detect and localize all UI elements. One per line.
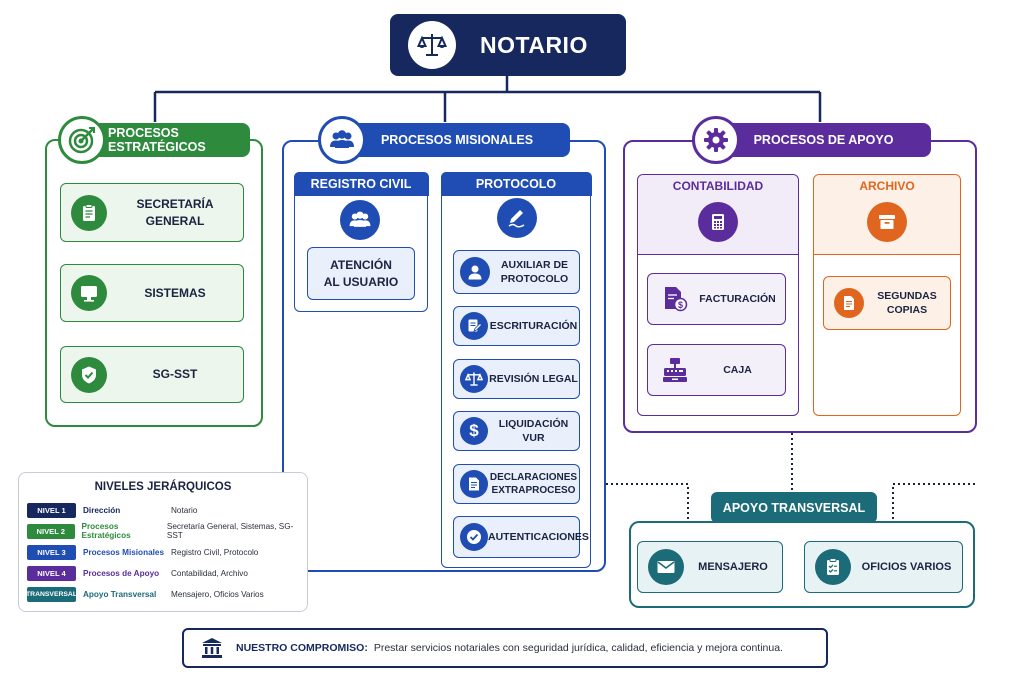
card-segundas-copias: SEGUNDAS COPIAS xyxy=(823,276,951,330)
registro-civil-title: REGISTRO CIVIL xyxy=(293,171,429,196)
legend-title: NIVELES JERÁRQUICOS xyxy=(94,481,232,493)
institution-icon xyxy=(200,636,224,660)
commitment-banner: NUESTRO COMPROMISO: Prestar servicios no… xyxy=(182,628,828,668)
legend-name: Procesos Estratégicos xyxy=(81,522,131,540)
card-caja-label: CAJA xyxy=(723,363,752,376)
card-autenticaciones-label: AUTENTICACIONES xyxy=(488,530,589,543)
card-sistemas: SISTEMAS xyxy=(60,264,244,322)
card-caja: CAJA xyxy=(647,344,786,396)
copy-document-icon xyxy=(834,288,864,318)
card-mensajero: MENSAJERO xyxy=(637,541,783,593)
clipboard-icon xyxy=(71,194,107,231)
legend-desc: Contabilidad, Archivo xyxy=(171,568,248,578)
user-icon xyxy=(460,257,490,287)
card-atencion-usuario-label: ATENCIÓN AL USUARIO xyxy=(323,258,399,289)
people-group-icon xyxy=(340,200,380,240)
card-oficios-varios: OFICIOS VARIOS xyxy=(804,541,963,593)
legend-desc: Notario xyxy=(171,505,198,515)
legend-row: TRANSVERSAL Apoyo Transversal Mensajero,… xyxy=(26,586,305,602)
legend-row: NIVEL 4 Procesos de Apoyo Contabilidad, … xyxy=(27,565,305,581)
archivo-title: ARCHIVO xyxy=(859,179,915,193)
card-autenticaciones: AUTENTICACIONES xyxy=(453,516,589,558)
card-revision-legal: REVISIÓN LEGAL xyxy=(453,359,580,399)
card-secretaria-general-label: SECRETARÍA GENERAL xyxy=(136,197,214,228)
document-pen-icon xyxy=(497,198,537,238)
legend-desc: Mensajero, Oficios Varios xyxy=(171,589,264,599)
card-secretaria-general: SECRETARÍA GENERAL xyxy=(60,183,244,242)
card-liquidacion-vur-label: LIQUIDACIÓN VUR xyxy=(498,417,569,444)
invoice-icon: $ xyxy=(660,284,690,314)
estrategicos-header-label: PROCESOS ESTRATÉGICOS xyxy=(108,126,206,154)
card-segundas-copias-label: SEGUNDAS COPIAS xyxy=(877,289,937,316)
estrategicos-header: PROCESOS ESTRATÉGICOS xyxy=(82,123,250,157)
scales-icon xyxy=(408,21,456,69)
legend-badge: NIVEL 3 xyxy=(27,544,76,560)
legend-badge: NIVEL 1 xyxy=(27,502,76,518)
card-oficios-varios-label: OFICIOS VARIOS xyxy=(861,560,952,573)
legend-name: Dirección xyxy=(83,505,121,515)
transversal-header: APOYO TRANSVERSAL xyxy=(711,492,877,523)
card-facturacion: $ FACTURACIÓN xyxy=(647,273,786,325)
card-auxiliar-protocolo-label: AUXILIAR DE PROTOCOLO xyxy=(500,258,569,285)
misionales-header-label: PROCESOS MISIONALES xyxy=(380,133,534,147)
badge-check-icon xyxy=(460,523,488,551)
card-escrituracion-label: ESCRITURACIÓN xyxy=(489,319,578,332)
contabilidad-title: CONTABILIDAD xyxy=(672,179,764,193)
svg-text:$: $ xyxy=(678,300,683,310)
document-icon xyxy=(460,470,488,498)
card-escrituracion: ESCRITURACIÓN xyxy=(453,306,580,346)
card-sg-sst: SG-SST xyxy=(60,346,244,403)
commitment-text: Prestar servicios notariales con segurid… xyxy=(373,642,783,654)
legend-panel: NIVELES JERÁRQUICOS NIVEL 1 Dirección No… xyxy=(18,472,308,612)
shield-check-icon xyxy=(71,356,107,393)
gear-icon xyxy=(692,116,740,164)
document-pen-icon xyxy=(460,312,488,340)
scales-icon xyxy=(460,365,488,393)
apoyo-header: PROCESOS DE APOYO xyxy=(716,123,931,157)
dollar-icon: $ xyxy=(460,417,488,445)
legend-badge: NIVEL 4 xyxy=(27,565,76,581)
archive-box-icon xyxy=(867,202,907,242)
people-group-icon xyxy=(318,116,366,164)
commitment-label: NUESTRO COMPROMISO: xyxy=(236,642,368,654)
legend-row: NIVEL 2 Procesos Estratégicos Secretaría… xyxy=(27,522,305,540)
protocolo-title: PROTOCOLO xyxy=(440,171,592,196)
legend-row: NIVEL 3 Procesos Misionales Registro Civ… xyxy=(27,544,305,560)
card-sg-sst-label: SG-SST xyxy=(152,367,198,382)
checklist-icon xyxy=(815,549,851,585)
notario-title: NOTARIO xyxy=(480,31,588,58)
notario-box: NOTARIO xyxy=(390,14,626,76)
legend-badge: TRANSVERSAL xyxy=(26,586,77,602)
legend-desc: Secretaría General, Sistemas, SG-SST xyxy=(166,522,294,540)
card-declaraciones-extraproceso-label: DECLARACIONES EXTRAPROCESO xyxy=(489,471,578,497)
legend-name: Procesos de Apoyo xyxy=(83,568,160,578)
misionales-header: PROCESOS MISIONALES xyxy=(344,123,570,157)
card-mensajero-label: MENSAJERO xyxy=(698,560,768,573)
monitor-icon xyxy=(71,275,107,311)
legend-name: Procesos Misionales xyxy=(83,547,164,557)
card-sistemas-label: SISTEMAS xyxy=(144,285,206,300)
legend-badge: NIVEL 2 xyxy=(27,523,75,539)
target-icon xyxy=(58,116,106,164)
card-liquidacion-vur: $ LIQUIDACIÓN VUR xyxy=(453,411,580,451)
envelope-icon xyxy=(648,549,684,585)
card-revision-legal-label: REVISIÓN LEGAL xyxy=(489,372,578,385)
card-declaraciones-extraproceso: DECLARACIONES EXTRAPROCESO xyxy=(453,464,580,504)
card-atencion-usuario: ATENCIÓN AL USUARIO xyxy=(307,247,415,300)
legend-row: NIVEL 1 Dirección Notario xyxy=(27,502,305,518)
card-auxiliar-protocolo: AUXILIAR DE PROTOCOLO xyxy=(453,250,580,294)
calculator-icon xyxy=(698,202,738,242)
apoyo-header-label: PROCESOS DE APOYO xyxy=(753,133,894,147)
legend-desc: Registro Civil, Protocolo xyxy=(171,547,259,557)
card-facturacion-label: FACTURACIÓN xyxy=(699,292,776,305)
legend-name: Apoyo Transversal xyxy=(83,589,157,599)
cash-register-icon xyxy=(660,355,690,385)
